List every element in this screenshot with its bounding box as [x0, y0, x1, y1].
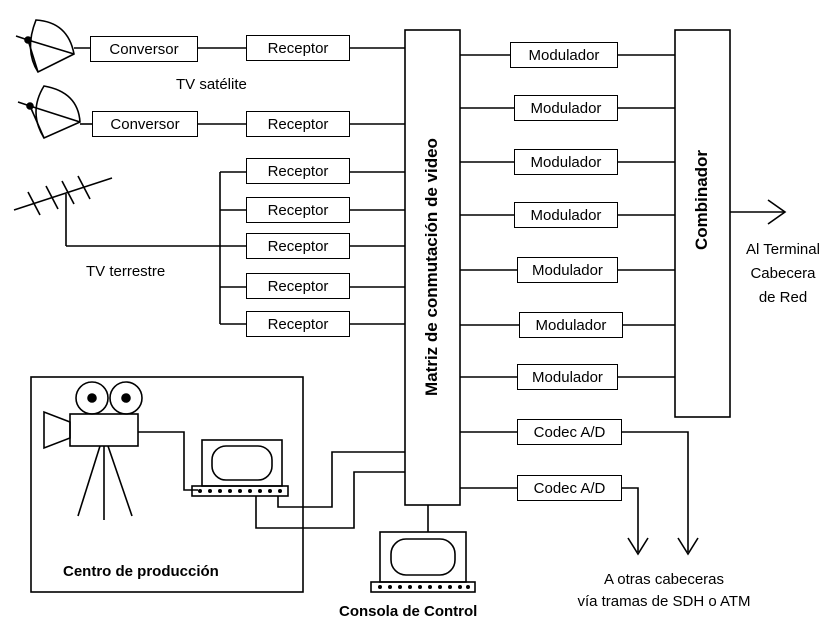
receiver-label: Receptor	[267, 115, 329, 133]
receiver-label: Receptor	[267, 237, 329, 255]
modulator-block: Modulador	[510, 42, 618, 68]
modulator-block: Modulador	[519, 312, 623, 338]
modulator-label: Modulador	[530, 206, 602, 224]
modulator-block: Modulador	[517, 364, 618, 390]
receiver-label: Receptor	[267, 277, 329, 295]
monitor-icon	[191, 439, 289, 497]
matrix-label: Matriz de conmutación de video	[422, 138, 441, 396]
modulator-block: Modulador	[514, 95, 618, 121]
converter-block: Conversor	[92, 111, 198, 137]
receiver-label: Receptor	[267, 162, 329, 180]
other-headends-line-2: vía tramas de SDH o ATM	[577, 593, 751, 610]
modulator-block: Modulador	[517, 257, 618, 283]
modulator-block: Modulador	[514, 202, 618, 228]
output-line-2: Cabecera	[750, 265, 816, 282]
modulator-block: Modulador	[514, 149, 618, 175]
receiver-label: Receptor	[267, 39, 329, 57]
output-line-3: de Red	[758, 289, 808, 306]
satellite-label: TV satélite	[176, 76, 247, 93]
receiver-block: Receptor	[246, 311, 350, 337]
receiver-block: Receptor	[246, 35, 350, 61]
receiver-block: Receptor	[246, 197, 350, 223]
codec-label: Codec A/D	[533, 479, 606, 497]
satellite-dish-icon	[17, 85, 81, 140]
output-line-1: Al Terminal	[746, 241, 820, 258]
codec-block: Codec A/D	[517, 475, 622, 501]
modulator-label: Modulador	[532, 261, 603, 279]
production-label: Centro de producción	[63, 563, 219, 580]
receiver-label: Receptor	[267, 315, 329, 333]
receiver-block: Receptor	[246, 111, 350, 137]
monitor-icon	[370, 531, 476, 593]
codec-label: Codec A/D	[533, 423, 606, 441]
receiver-block: Receptor	[246, 233, 350, 259]
camera-icon	[43, 381, 143, 520]
converter-label: Conversor	[109, 40, 179, 58]
other-headends-label: A otras cabeceras vía tramas de SDH o AT…	[560, 569, 768, 613]
modulator-label: Modulador	[535, 316, 607, 334]
converter-label: Conversor	[110, 115, 180, 133]
converter-block: Conversor	[90, 36, 198, 62]
modulator-label: Modulador	[528, 46, 600, 64]
codec-block: Codec A/D	[517, 419, 622, 445]
output-label: Al Terminal Cabecera de Red	[738, 238, 828, 310]
production-frame	[30, 376, 304, 593]
console-label: Consola de Control	[339, 603, 478, 620]
modulator-label: Modulador	[530, 153, 602, 171]
antenna-icon	[13, 175, 113, 246]
other-headends-line-1: A otras cabeceras	[603, 571, 725, 588]
switching-matrix-block	[404, 29, 461, 506]
terrestrial-label: TV terrestre	[86, 263, 166, 280]
receiver-label: Receptor	[267, 201, 329, 219]
modulator-label: Modulador	[532, 368, 603, 386]
receiver-block: Receptor	[246, 158, 350, 184]
combiner-label: Combinador	[692, 149, 711, 251]
modulator-label: Modulador	[530, 99, 602, 117]
combiner-block	[674, 29, 731, 418]
receiver-block: Receptor	[246, 273, 350, 299]
satellite-dish-icon	[15, 19, 75, 74]
